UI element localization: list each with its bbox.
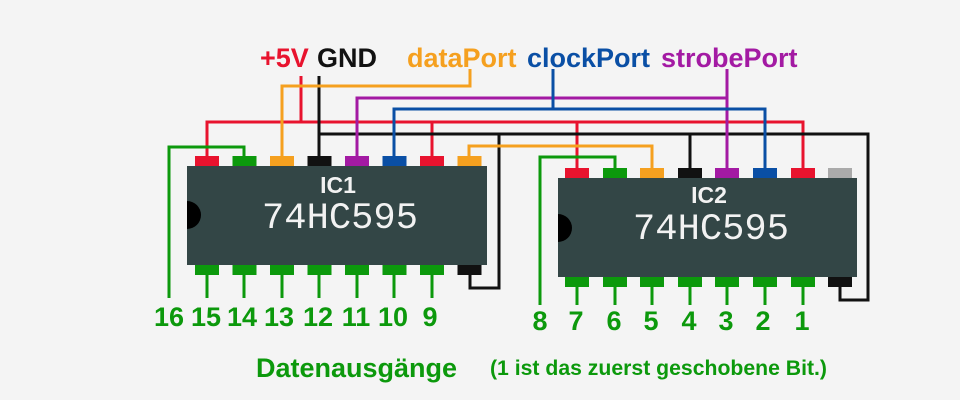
ic1-notch-icon <box>187 201 201 229</box>
output-number: 10 <box>378 302 408 332</box>
strobe-ic1-wire <box>355 96 727 156</box>
output-number: 5 <box>643 306 658 336</box>
output-number: 3 <box>718 306 733 336</box>
caption-note: (1 ist das zuerst geschobene Bit.) <box>490 357 827 380</box>
ic1-name: IC1 <box>320 172 356 198</box>
ic1-pin <box>270 156 294 166</box>
gnd-bus-wire <box>319 132 870 302</box>
ic2-pin <box>603 168 627 178</box>
ic2-bottom-pins <box>565 277 852 287</box>
ic1-pin <box>232 156 257 166</box>
output-number: 14 <box>227 302 257 332</box>
ic1-pin <box>307 156 332 166</box>
ic2-output-numbers: 8 7 6 5 4 3 2 1 <box>532 306 809 336</box>
ic1-pin <box>382 265 407 275</box>
output-number: 2 <box>755 306 770 336</box>
ic1-pin <box>195 265 219 275</box>
output-number: 7 <box>568 306 583 336</box>
ic2-body <box>558 178 857 277</box>
ic2-name: IC2 <box>691 182 727 208</box>
data-port-wire <box>280 69 472 156</box>
signal-labels: +5V GND dataPort clockPort strobePort <box>260 43 798 73</box>
ic2-pin <box>715 168 739 178</box>
output-number: 15 <box>191 302 221 332</box>
ic2-pin <box>715 277 739 287</box>
ic2-pin <box>678 277 702 287</box>
caption-title: Datenausgänge <box>256 353 457 383</box>
ic1-chip: IC1 74HC595 <box>187 156 487 275</box>
vcc-bus-wire <box>205 120 805 168</box>
ic1-pin <box>345 265 369 275</box>
ic1-pin <box>457 265 482 275</box>
ic2-chip: IC2 74HC595 <box>558 168 857 287</box>
ic2-pin <box>753 277 777 287</box>
ic2-pin <box>640 277 664 287</box>
output-number: 16 <box>154 302 184 332</box>
data-cascade-wire <box>467 144 654 168</box>
ic1-pin <box>307 265 332 275</box>
ic2-pin <box>791 168 815 178</box>
ic1-pin <box>420 265 444 275</box>
label-gnd: GND <box>317 43 377 73</box>
ic2-pin <box>678 168 702 178</box>
ic2-output-8-wire <box>538 155 617 305</box>
label-strobe-port: strobePort <box>661 43 798 73</box>
output-number: 9 <box>422 302 437 332</box>
ic1-pin <box>457 156 482 166</box>
ic1-part-number: 74HC595 <box>262 198 418 240</box>
ic2-pin <box>565 277 589 287</box>
output-number: 11 <box>342 302 371 332</box>
ic1-pin <box>270 265 294 275</box>
ic1-output-numbers: 16 15 14 13 12 11 10 9 <box>154 302 438 332</box>
gnd-ic1-bottom-wire <box>468 134 501 290</box>
ic2-part-number: 74HC595 <box>633 209 789 251</box>
ic1-top-pins <box>195 156 482 166</box>
ic1-pin <box>382 156 407 166</box>
output-number: 12 <box>303 302 333 332</box>
ic2-pin <box>603 277 627 287</box>
ic2-notch-icon <box>558 214 572 242</box>
ic2-pin <box>828 277 852 287</box>
ic2-pin <box>640 168 664 178</box>
output-number: 13 <box>264 302 294 332</box>
ic2-pin <box>791 277 815 287</box>
output-number: 6 <box>606 306 621 336</box>
ic1-bottom-pins <box>195 265 482 275</box>
output-number: 4 <box>681 306 696 336</box>
ic2-pin <box>828 168 852 178</box>
ic1-pin <box>232 265 257 275</box>
ic2-pin <box>753 168 777 178</box>
ic1-pin <box>345 156 369 166</box>
output-number: 1 <box>794 306 809 336</box>
label-data-port: dataPort <box>407 43 517 73</box>
clock-bus-wire <box>392 107 767 168</box>
label-vcc: +5V <box>260 43 309 73</box>
ic1-body <box>187 166 487 265</box>
output-number: 8 <box>532 306 547 336</box>
wires <box>167 69 870 305</box>
ic2-top-pins <box>565 168 852 178</box>
ic1-pin <box>420 156 444 166</box>
ic1-output-16-wire <box>167 145 246 298</box>
ic2-pin <box>565 168 589 178</box>
label-clock-port: clockPort <box>527 43 650 73</box>
ic1-pin <box>195 156 219 166</box>
